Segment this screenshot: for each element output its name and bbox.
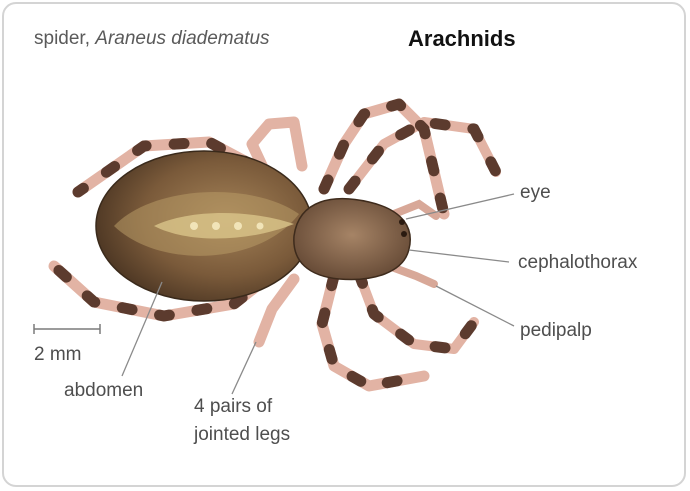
diagram-card: spider, Araneus diadematus Arachnids eye… xyxy=(2,2,686,487)
label-scale: 2 mm xyxy=(34,344,82,366)
label-legs-line1: 4 pairs of xyxy=(194,396,272,418)
spider-illustration xyxy=(4,4,686,487)
cephalothorax-leader-line xyxy=(409,250,509,262)
label-abdomen: abdomen xyxy=(64,380,143,402)
label-cephalothorax: cephalothorax xyxy=(518,252,637,274)
caption-species: Araneus diadematus xyxy=(95,28,269,49)
legs-leader-line xyxy=(232,342,256,394)
label-pedipalp: pedipalp xyxy=(520,320,592,342)
label-legs-line2: jointed legs xyxy=(194,424,290,446)
page-title: Arachnids xyxy=(408,26,516,52)
leg-7 xyxy=(322,276,424,386)
label-eye: eye xyxy=(520,182,551,204)
caption-prefix: spider, xyxy=(34,28,95,49)
abdomen-leader-line xyxy=(122,282,162,376)
species-caption: spider, Araneus diadematus xyxy=(34,28,270,50)
abdomen-shape xyxy=(96,151,312,301)
scale-bar xyxy=(34,324,100,334)
cephalothorax-shape xyxy=(294,199,410,280)
